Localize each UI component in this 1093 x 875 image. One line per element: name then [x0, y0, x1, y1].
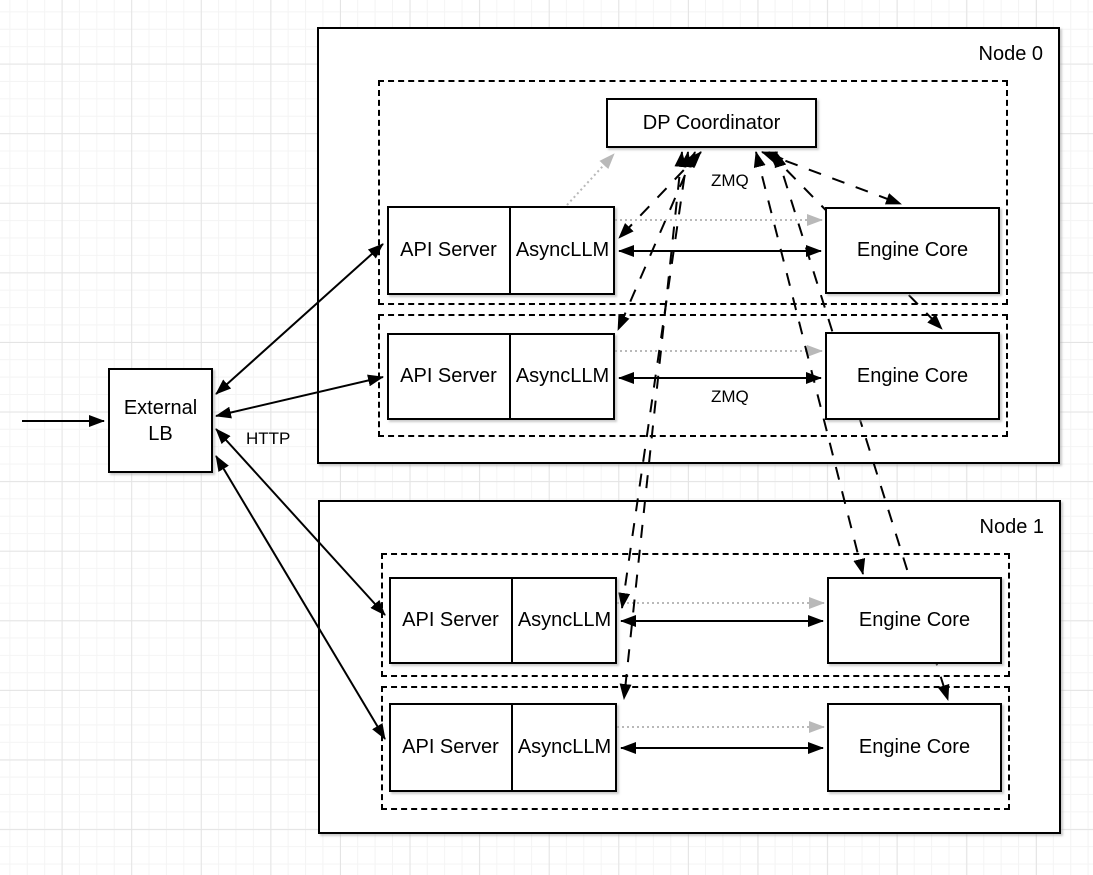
engine-core-3-label: Engine Core	[858, 736, 971, 758]
replica-group-3	[381, 686, 1010, 810]
asyncllm-1-label: AsyncLLM	[515, 365, 610, 387]
external-lb-label-line2: LB	[148, 422, 173, 445]
asyncllm-1: AsyncLLM	[509, 335, 614, 418]
api-asyncllm-pair-3: API Server AsyncLLM	[389, 703, 617, 792]
engine-core-2: Engine Core	[827, 577, 1002, 664]
external-lb-label-line1: External	[123, 396, 198, 419]
asyncllm-3-label: AsyncLLM	[517, 736, 612, 758]
api-server-3: API Server	[390, 705, 511, 790]
asyncllm-0-label: AsyncLLM	[515, 239, 610, 261]
api-asyncllm-pair-0: API Server AsyncLLM	[387, 206, 615, 295]
zmq-label-coordinator: ZMQ	[711, 171, 749, 190]
api-server-3-label: API Server	[402, 736, 499, 758]
asyncllm-0: AsyncLLM	[509, 208, 614, 293]
api-server-0-label: API Server	[400, 239, 497, 261]
engine-core-1: Engine Core	[825, 332, 1000, 420]
asyncllm-3: AsyncLLM	[511, 705, 616, 790]
engine-core-3: Engine Core	[827, 703, 1002, 792]
node-1-label: Node 1	[979, 516, 1045, 538]
dp-coordinator: DP Coordinator	[606, 98, 817, 148]
api-asyncllm-pair-2: API Server AsyncLLM	[389, 577, 617, 664]
api-server-1: API Server	[388, 335, 509, 418]
api-server-2-label: API Server	[402, 609, 499, 631]
engine-core-0-label: Engine Core	[856, 239, 969, 261]
asyncllm-2: AsyncLLM	[511, 579, 616, 662]
api-server-1-label: API Server	[400, 365, 497, 387]
external-lb: External LB	[108, 368, 213, 473]
zmq-label-engine: ZMQ	[711, 387, 749, 406]
api-asyncllm-pair-1: API Server AsyncLLM	[387, 333, 615, 420]
engine-core-0: Engine Core	[825, 207, 1000, 294]
asyncllm-2-label: AsyncLLM	[517, 609, 612, 631]
node-0-label: Node 0	[978, 43, 1044, 65]
dp-coordinator-label: DP Coordinator	[642, 111, 781, 134]
api-server-2: API Server	[390, 579, 511, 662]
engine-core-1-label: Engine Core	[856, 364, 969, 387]
engine-core-2-label: Engine Core	[858, 609, 971, 631]
api-server-0: API Server	[388, 208, 509, 293]
http-label: HTTP	[246, 429, 291, 448]
